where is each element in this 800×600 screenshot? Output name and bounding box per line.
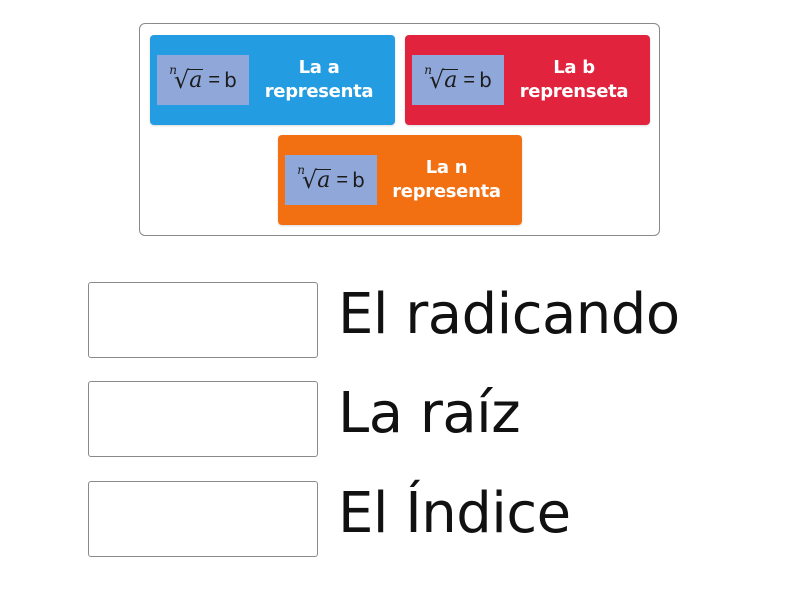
drop-zone-1[interactable]	[88, 282, 318, 358]
drop-zone-3[interactable]	[88, 481, 318, 557]
draggable-tile-b[interactable]: n√a=b La b reprenseta	[405, 35, 650, 125]
tile-label: La n representa	[377, 156, 516, 204]
formula-image: n√a=b	[412, 55, 504, 105]
draggable-tile-a[interactable]: n√a=b La a representa	[150, 35, 395, 125]
formula-equals: =	[463, 68, 476, 91]
formula-equals: =	[336, 168, 349, 191]
formula-image: n√a=b	[157, 55, 249, 105]
formula-result: b	[224, 68, 237, 92]
formula-index: n	[424, 63, 432, 77]
tile-suffix: reprenseta	[519, 81, 629, 102]
formula-radicand: a	[443, 67, 459, 93]
tile-prefix: La	[298, 57, 322, 78]
formula-result: b	[352, 168, 365, 192]
tile-letter: n	[454, 157, 468, 178]
formula-index: n	[169, 63, 177, 77]
tile-prefix: La	[553, 57, 577, 78]
tile-suffix: representa	[392, 181, 501, 202]
answer-label-3: El Índice	[338, 481, 571, 546]
draggable-tile-n[interactable]: n√a=b La n representa	[278, 135, 522, 225]
tile-letter: b	[582, 57, 595, 78]
answer-label-2: La raíz	[338, 381, 521, 446]
formula-equals: =	[208, 68, 221, 91]
formula-radicand: a	[188, 67, 204, 93]
radical-icon: √	[301, 166, 318, 194]
answer-label-1: El radicando	[338, 282, 680, 347]
formula-result: b	[479, 68, 492, 92]
tile-label: La a representa	[249, 56, 389, 104]
tile-prefix: La	[425, 157, 449, 178]
formula-radicand: a	[316, 167, 332, 193]
radical-icon: √	[428, 66, 445, 94]
formula-index: n	[297, 163, 305, 177]
tile-label: La b reprenseta	[504, 56, 644, 104]
tile-letter: a	[327, 57, 340, 78]
formula-image: n√a=b	[285, 155, 377, 205]
tile-suffix: representa	[264, 81, 374, 102]
drop-zone-2[interactable]	[88, 381, 318, 457]
radical-icon: √	[173, 66, 190, 94]
